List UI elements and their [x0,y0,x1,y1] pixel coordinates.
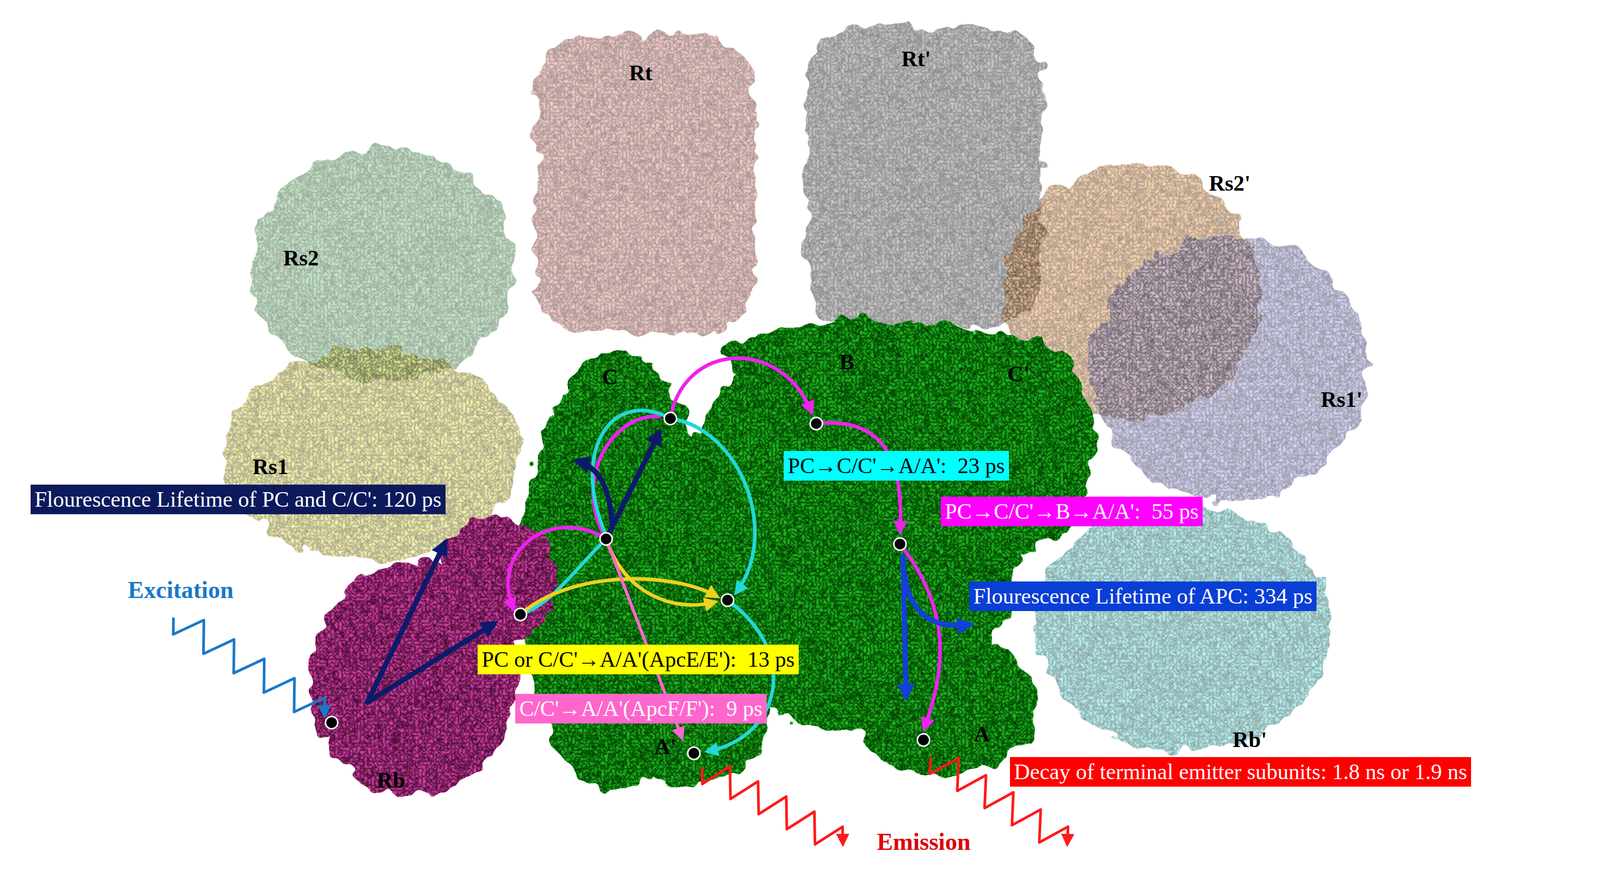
subunit-label: A [973,722,990,747]
pigment-dot [687,747,700,760]
yellow-arrow [606,538,715,605]
yellow-arrow [520,578,716,615]
rate-box: PC→C/C'→B→A/A': 55 ps [940,496,1203,527]
excitation-wave [173,617,325,715]
pathway-arrows [367,358,970,752]
pigment-dot [810,417,823,430]
rate-text: C/C'→A/A'(ApcF/F'): 9 ps [519,696,763,721]
rate-text: PC or C/C'→A/A'(ApcE/E'): 13 ps [481,647,795,672]
pigment-dot [894,537,907,550]
subunit-label: B [839,350,854,375]
subunit-label: Rs2 [283,246,320,271]
rod-rb-prime [1035,505,1332,751]
light-waves [173,617,1068,845]
rate-box: C/C'→A/A'(ApcF/F'): 9 ps [515,693,767,724]
rate-box: PC→C/C'→A/A': 23 ps [783,451,1009,481]
emission-wave [701,766,843,844]
pigment-dot [664,412,677,425]
cyan-arrow [670,418,755,593]
subunit-label: Rb' [1232,728,1267,753]
subunit-label: Rs2' [1208,171,1251,196]
blue-arrow [903,556,970,626]
excitation-label: Excitation [127,576,234,604]
pigment-dot [325,716,338,729]
pigment-dot [514,608,527,621]
magenta-arrow [508,527,607,609]
rate-box: Flourescence Lifetime of APC: 334 ps [969,581,1317,612]
subunit-label: Rs1 [252,455,289,480]
subunit-label: Rt' [901,47,932,72]
blue-arrow [903,556,907,697]
subunit-label: A' [654,735,677,760]
rate-text: PC→C/C'→A/A': 23 ps [787,453,1005,479]
rate-text: Flourescence Lifetime of PC and C/C': 12… [34,487,442,512]
pigment-dot [600,532,613,545]
rate-text: Flourescence Lifetime of APC: 334 ps [973,584,1313,609]
rate-box: PC or C/C'→A/A'(ApcE/E'): 13 ps [477,644,799,675]
emission-label: Emission [877,828,971,856]
rate-text: Decay of terminal emitter subunits: 1.8 … [1013,759,1468,785]
pigment-dot [721,594,734,607]
subunit-label: C [602,365,619,390]
pigment-dot [917,734,930,747]
rate-box: Decay of terminal emitter subunits: 1.8 … [1009,757,1472,787]
navy-arrow [577,461,613,529]
navy-arrow [367,623,494,703]
cyan-arrow [707,600,774,752]
magenta-arrow [670,358,812,419]
subunit-label: C' [1007,362,1030,387]
subunit-label: Rs1' [1320,387,1363,412]
rod-rt [535,35,756,332]
subunit-label: Rt [629,61,653,86]
rate-box: Flourescence Lifetime of PC and C/C': 12… [30,484,446,515]
rod-rs1-prime [1091,234,1368,501]
subunit-label: Rb [376,768,405,793]
rate-text: PC→C/C'→B→A/A': 55 ps [944,499,1199,524]
cyan-arrow [592,410,671,531]
